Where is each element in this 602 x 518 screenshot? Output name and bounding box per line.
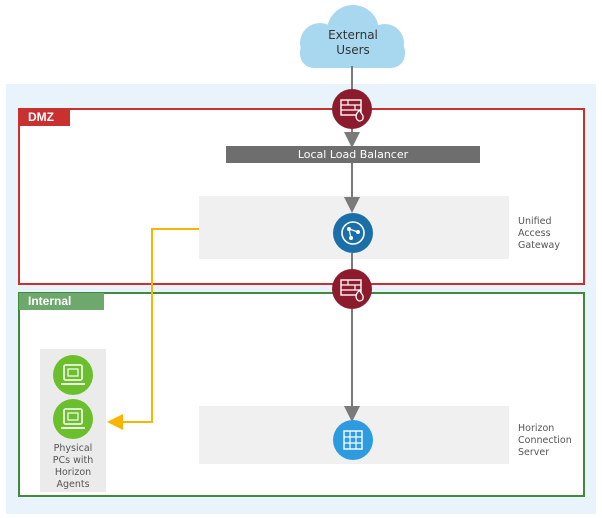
firewall-icon — [332, 269, 372, 309]
pc-icon — [53, 399, 93, 439]
gateway-icon — [333, 213, 373, 253]
physical-pcs-label: Physical PCs with Horizon Agents — [52, 443, 94, 490]
uag-label: Unified Access Gateway — [518, 216, 560, 251]
connection-server-label: Horizon Connection Server — [518, 423, 572, 458]
pc-icon — [53, 355, 93, 395]
external-users-cloud — [300, 5, 405, 68]
internal-label: Internal — [19, 293, 104, 310]
load-balancer-label: Local Load Balancer — [297, 148, 409, 161]
load-balancer-bar — [226, 146, 480, 163]
server-icon — [333, 420, 373, 460]
agent-connection-line — [107, 228, 199, 430]
firewall-icon — [332, 89, 372, 129]
dmz-label: DMZ — [19, 109, 70, 126]
external-users-label: External Users — [328, 28, 378, 57]
